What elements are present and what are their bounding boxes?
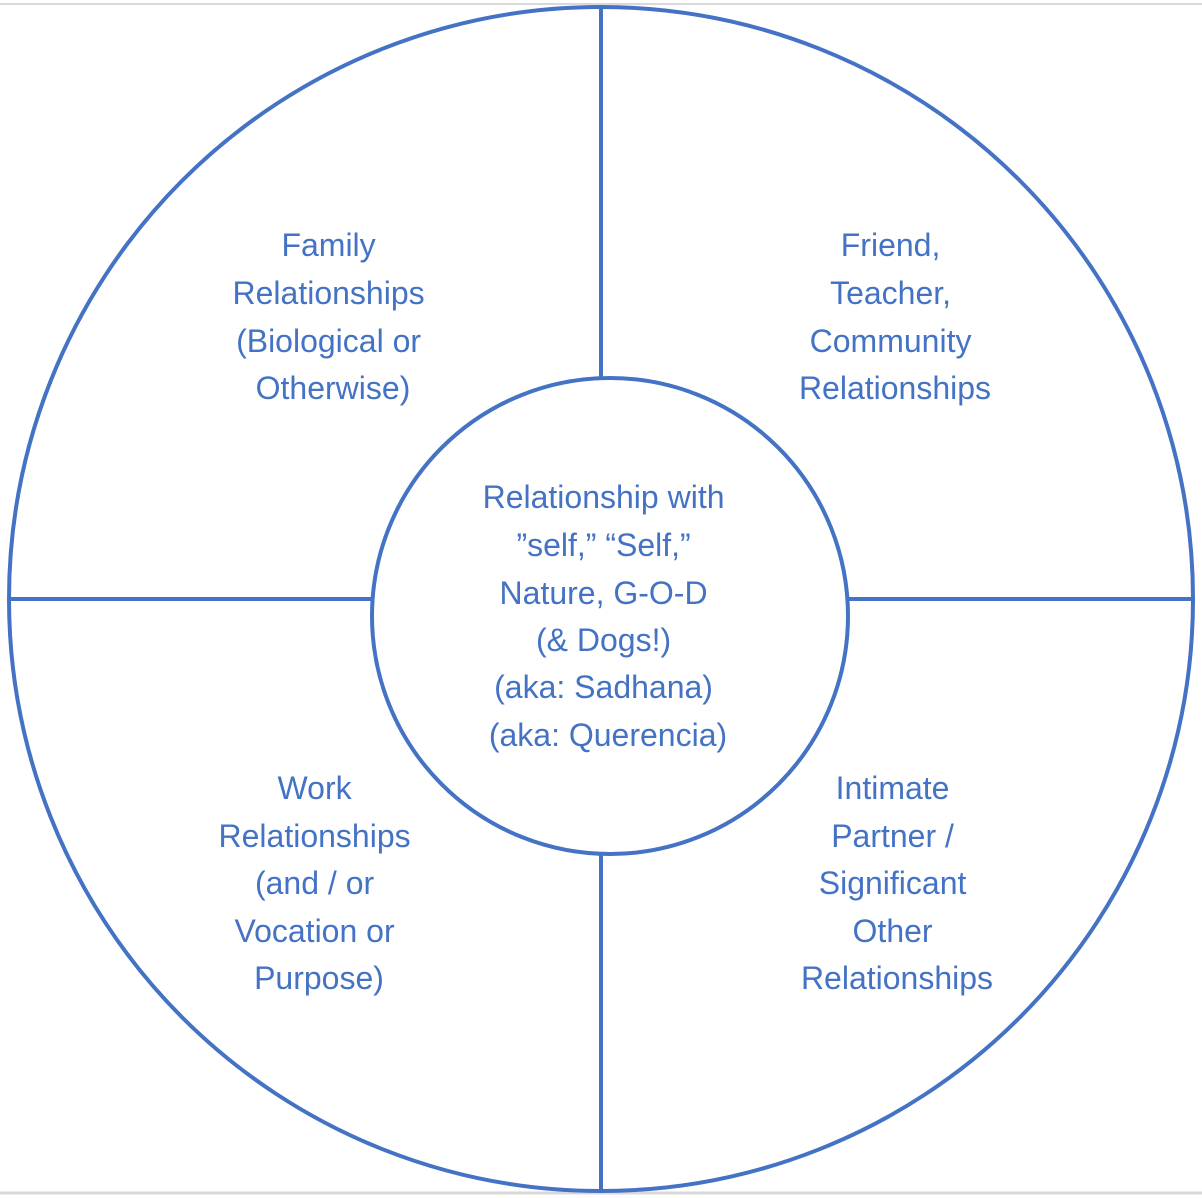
label-line: Family <box>281 227 375 263</box>
label-line: (& Dogs!) <box>536 622 671 658</box>
label-line: Other <box>853 913 933 949</box>
label-line: Intimate <box>836 770 950 806</box>
label-line: Community <box>810 323 972 359</box>
label-line: Work <box>278 770 353 806</box>
label-line: ”self,” “Self,” <box>516 527 690 563</box>
label-line: Relationships <box>219 818 411 854</box>
quadrant-bottom-left-label: Work Relationships (and / or Vocation or… <box>219 770 420 996</box>
label-line: Otherwise) <box>256 370 411 406</box>
label-line: (Biological or <box>236 323 421 359</box>
label-line: Vocation or <box>235 913 395 949</box>
label-line: Relationships <box>799 370 991 406</box>
label-line: Partner / <box>831 818 954 854</box>
quadrant-top-right-label: Friend, Teacher, Community Relationships <box>799 227 991 406</box>
label-line: Relationships <box>233 275 425 311</box>
quadrant-top-left-label: Family Relationships (Biological or Othe… <box>233 227 434 406</box>
label-line: Purpose) <box>254 960 384 996</box>
label-line: (and / or <box>255 865 375 901</box>
label-line: Relationships <box>801 960 993 996</box>
label-line: Relationship with <box>483 479 725 515</box>
label-line: (aka: Querencia) <box>489 717 727 753</box>
label-line: Teacher, <box>830 275 951 311</box>
inner-circle <box>370 376 850 856</box>
label-line: Friend, <box>841 227 941 263</box>
label-line: Nature, G-O-D <box>500 575 708 611</box>
quadrant-bottom-right-label: Intimate Partner / Significant Other Rel… <box>801 770 993 996</box>
label-line: Significant <box>819 865 967 901</box>
label-line: (aka: Sadhana) <box>494 669 713 705</box>
center-label: Relationship with ”self,” “Self,” Nature… <box>483 479 734 753</box>
